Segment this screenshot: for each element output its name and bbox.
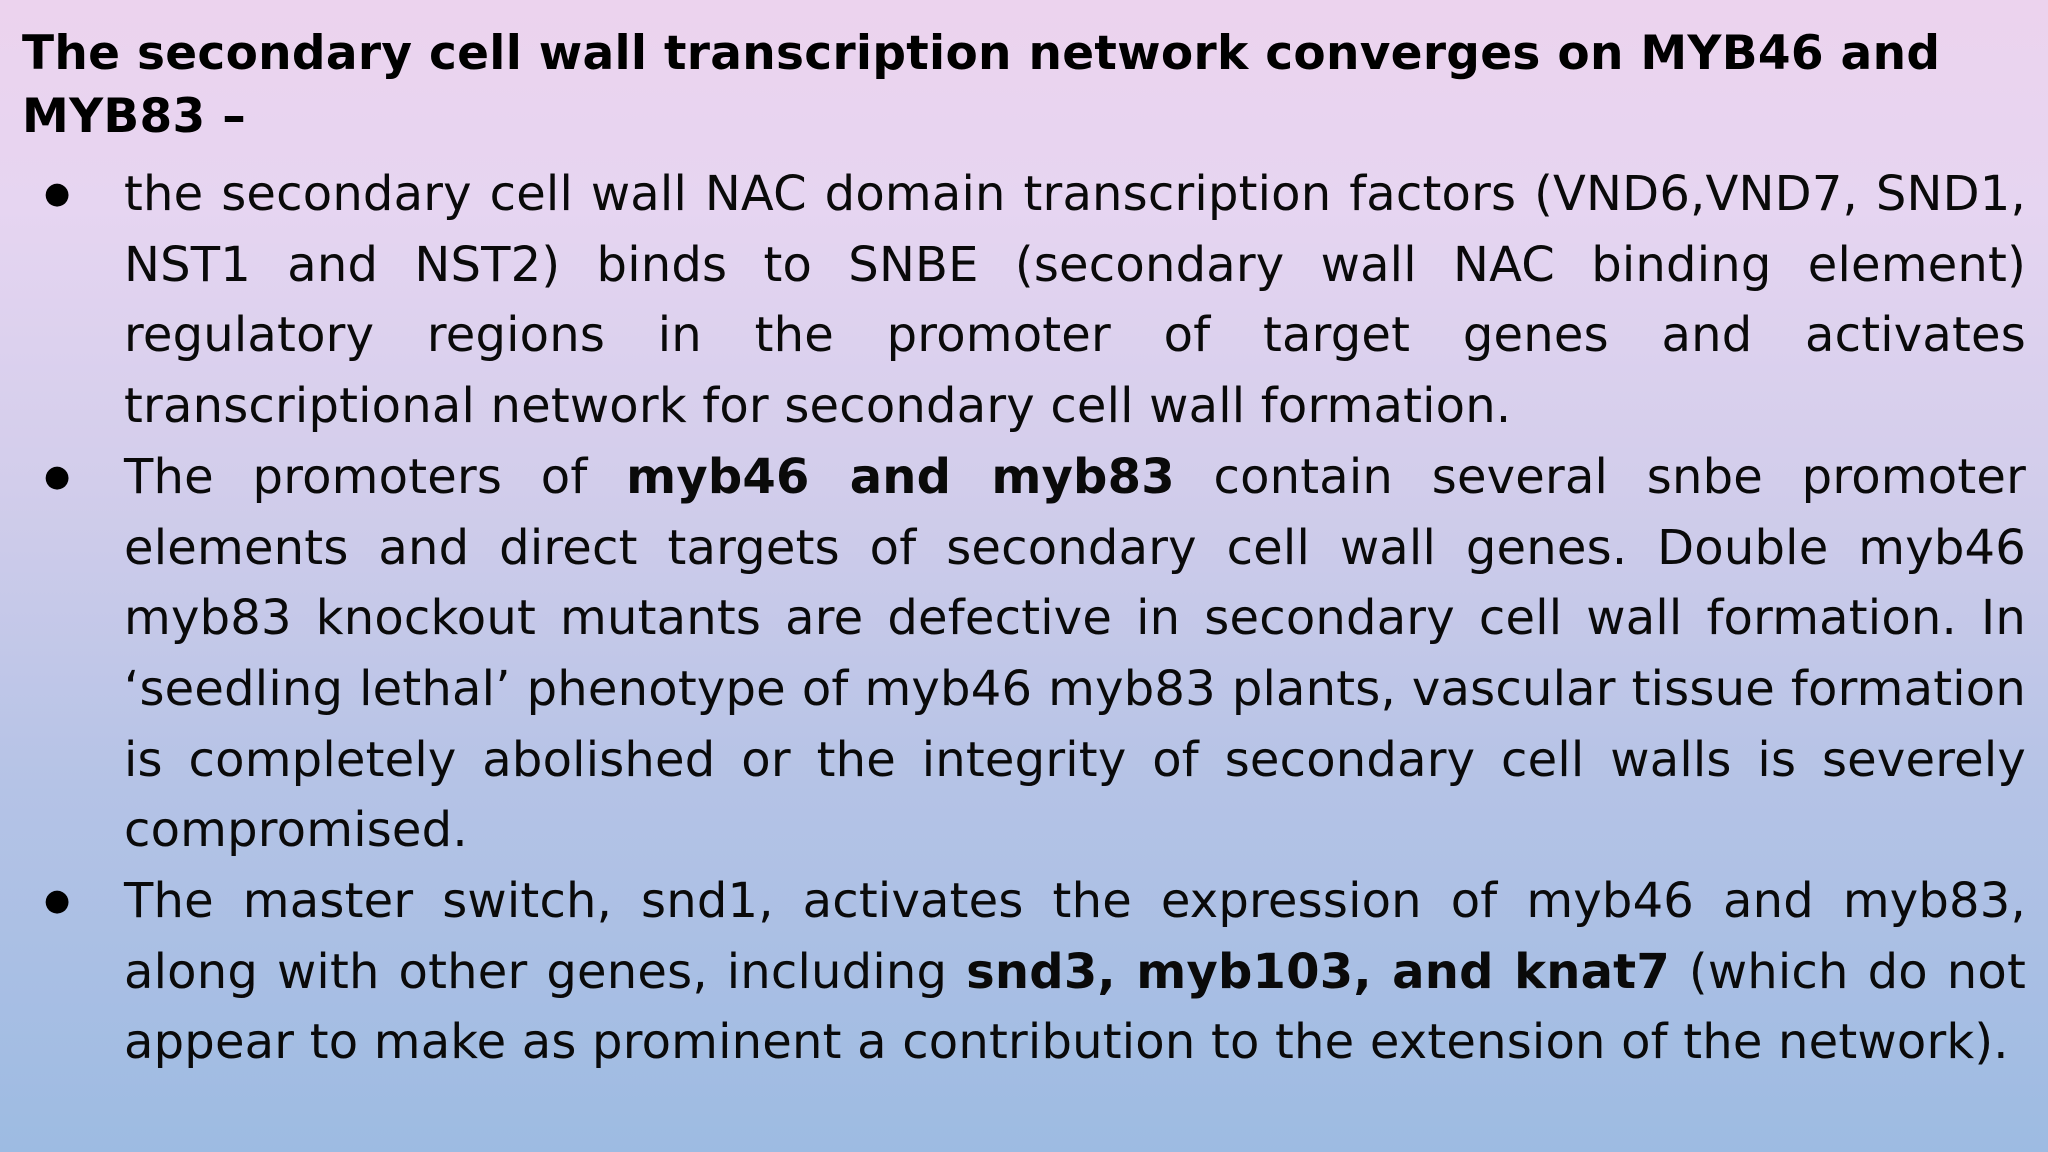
bullet-2-bold-genes: myb46 and myb83 [626, 448, 1175, 505]
bullet-item-3: ● The master switch, snd1, activates the… [44, 866, 2027, 1078]
bullet-2-text-start: The promoters of [124, 448, 627, 505]
bullet-3-text-start: The master switch, snd1, activates the e… [124, 873, 2026, 1000]
bullet-item-2: ● The promoters of myb46 and myb83 conta… [44, 442, 2027, 866]
bullet-dot-icon: ● [44, 883, 71, 919]
bullet-dot-icon: ● [44, 176, 71, 211]
bullet-3-bold-genes: snd3, myb103, and knat7 [966, 943, 1670, 1000]
slide-title: The secondary cell wall transcription ne… [22, 26, 1941, 144]
bullet-2-text-end: contain several snbe promoter elements a… [124, 448, 2027, 859]
bullet-3-text-end: (which do not appear to make as prominen… [124, 943, 2027, 1071]
bullet-list: ● the secondary cell wall NAC domain tra… [0, 159, 2048, 1078]
bullet-dot-icon: ● [44, 458, 71, 494]
bullet-1-text: the secondary cell wall NAC domain trans… [124, 166, 2026, 435]
bullet-item-1: ● the secondary cell wall NAC domain tra… [44, 159, 2026, 442]
